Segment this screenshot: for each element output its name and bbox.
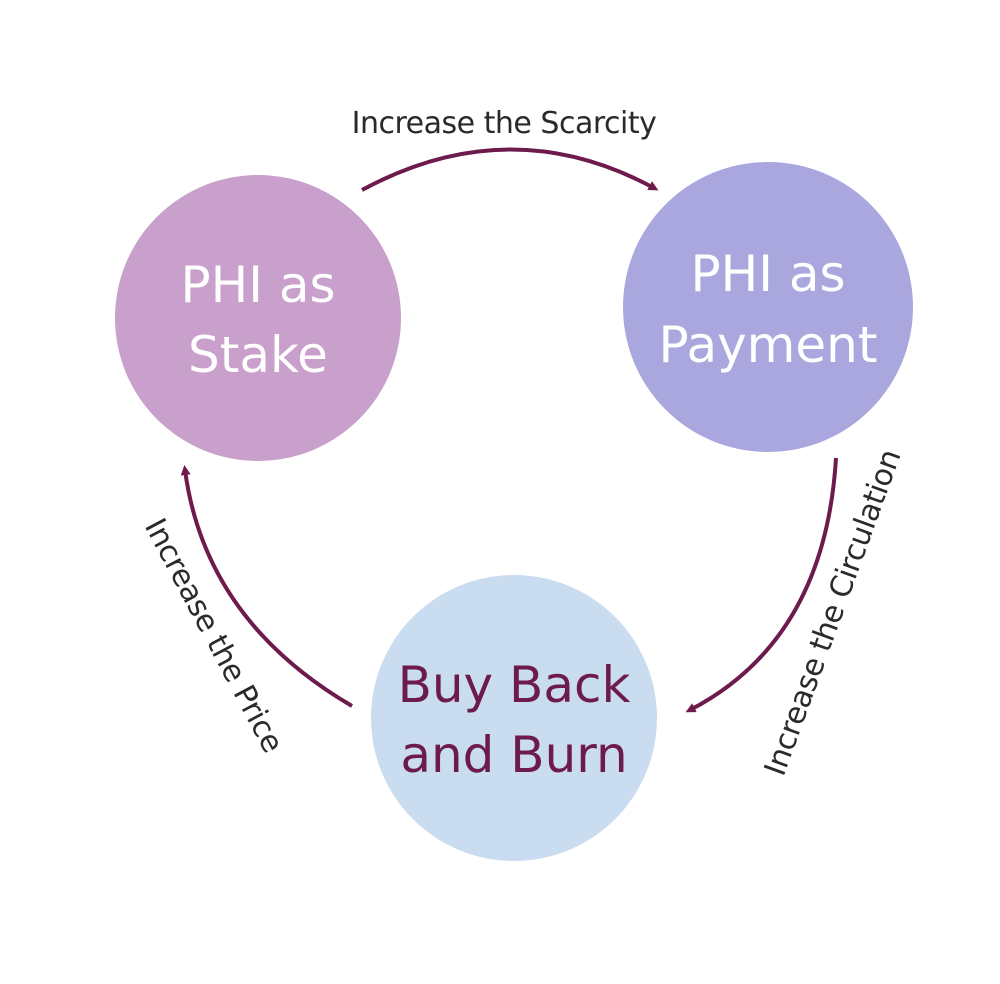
stake-label-line1: PHI as	[180, 256, 335, 314]
burn-label-line2: and Burn	[400, 726, 627, 784]
edge-label-price: Increase the Price	[137, 513, 290, 759]
stake-circle	[115, 175, 401, 461]
arrow-burn-to-stake	[180, 465, 354, 708]
node-phi-as-payment: PHI as Payment	[623, 162, 913, 452]
payment-label-line2: Payment	[659, 316, 878, 374]
edge-label-scarcity: Increase the Scarcity	[352, 106, 657, 141]
burn-circle	[371, 575, 657, 861]
stake-label-line2: Stake	[188, 326, 328, 384]
payment-label-line1: PHI as	[690, 245, 845, 303]
burn-label-line1: Buy Back	[398, 656, 631, 714]
arrow-stake-to-payment	[361, 147, 659, 192]
payment-circle	[623, 162, 913, 452]
node-phi-as-stake: PHI as Stake	[115, 175, 401, 461]
node-buy-back-and-burn: Buy Back and Burn	[371, 575, 657, 861]
arrow-payment-to-burn	[685, 457, 838, 713]
